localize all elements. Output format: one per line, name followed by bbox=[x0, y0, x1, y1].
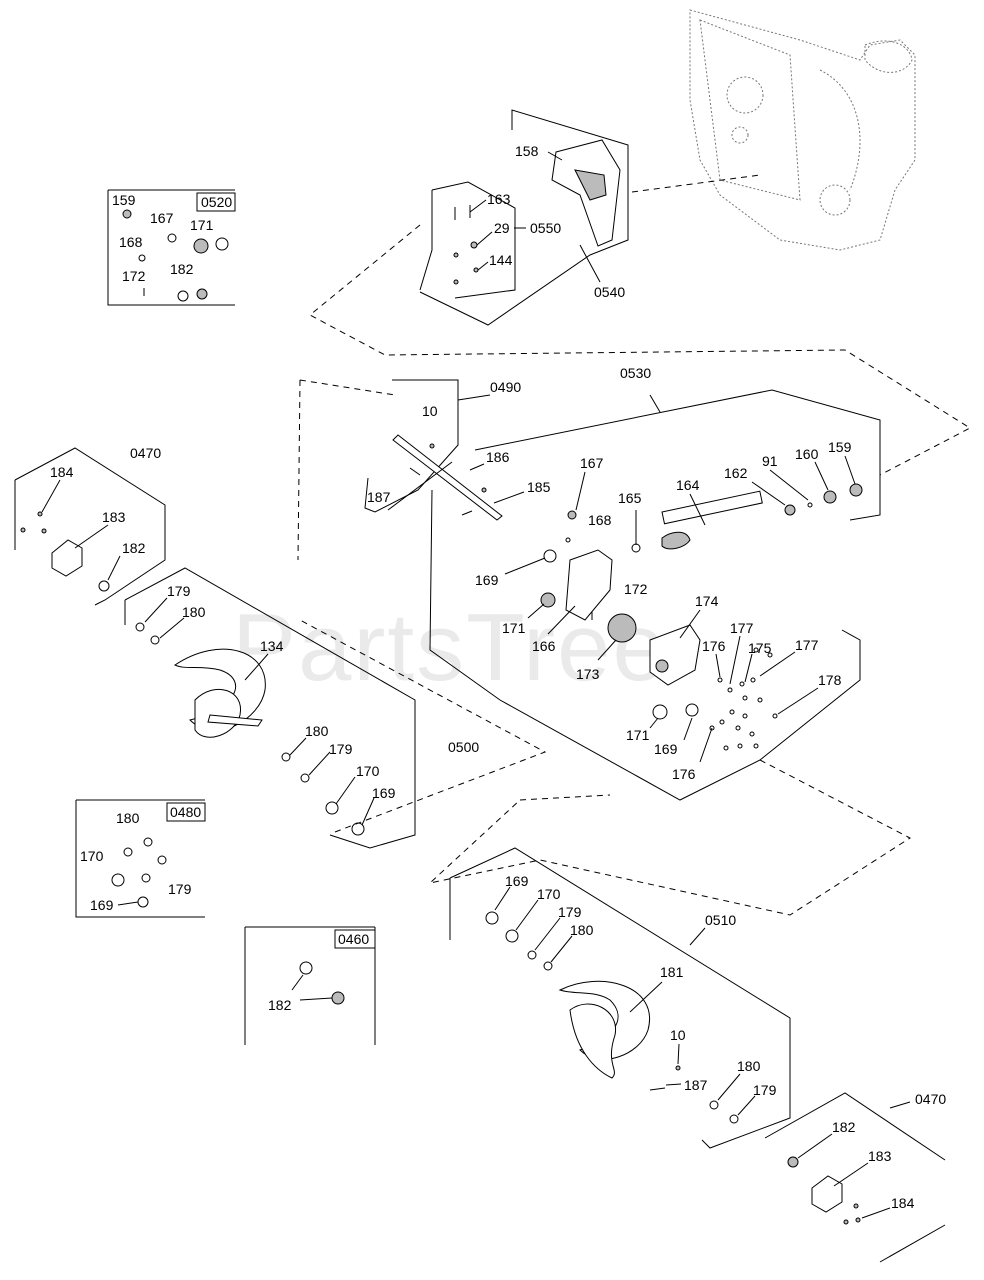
callout-176: 176 bbox=[702, 638, 726, 654]
callout-181: 181 bbox=[660, 964, 684, 980]
callout-0470b: 0470 bbox=[915, 1091, 946, 1107]
callout-179c: 179 bbox=[558, 904, 582, 920]
auger-group-0500 bbox=[124, 567, 416, 849]
callout-177: 177 bbox=[730, 620, 754, 636]
gearbox-group-0530 bbox=[429, 389, 881, 801]
kit-box-0460 bbox=[244, 926, 376, 1045]
callout-179: 179 bbox=[167, 583, 191, 599]
auger-group-0510 bbox=[449, 847, 791, 1149]
callout-185: 185 bbox=[527, 479, 551, 495]
watermark: PartsTree bbox=[232, 594, 668, 701]
callout-0470: 0470 bbox=[130, 445, 161, 461]
callout-177b: 177 bbox=[795, 637, 819, 653]
box-callout-182b: 182 bbox=[268, 997, 292, 1013]
callout-164: 164 bbox=[676, 477, 700, 493]
kit-box-0520 bbox=[107, 189, 236, 306]
callout-144: 144 bbox=[489, 252, 513, 268]
callout-187b: 187 bbox=[684, 1077, 708, 1093]
callout-160: 160 bbox=[795, 446, 819, 462]
callout-0530: 0530 bbox=[620, 365, 651, 381]
callout-180c: 180 bbox=[570, 922, 594, 938]
callout-162: 162 bbox=[724, 465, 748, 481]
callout-180: 180 bbox=[182, 604, 206, 620]
callout-171b: 171 bbox=[626, 727, 650, 743]
callout-0550: 0550 bbox=[530, 220, 561, 236]
callout-170: 170 bbox=[356, 763, 380, 779]
callout-180d: 180 bbox=[737, 1058, 761, 1074]
box-callout-169: 169 bbox=[90, 897, 114, 913]
callout-180b: 180 bbox=[305, 723, 329, 739]
callout-169c: 169 bbox=[372, 785, 396, 801]
callout-0510: 0510 bbox=[705, 912, 736, 928]
box-callout-172: 172 bbox=[122, 268, 146, 284]
callout-91: 91 bbox=[762, 453, 778, 469]
hub-group-0470-right bbox=[764, 1092, 946, 1263]
callout-176b: 176 bbox=[672, 766, 696, 782]
callout-187: 187 bbox=[367, 489, 391, 505]
callout-184b: 184 bbox=[891, 1195, 915, 1211]
callout-178: 178 bbox=[818, 672, 842, 688]
callout-166: 166 bbox=[532, 638, 556, 654]
hub-group-0470-left bbox=[14, 447, 166, 606]
callout-186: 186 bbox=[486, 449, 510, 465]
fastener-cluster bbox=[709, 647, 778, 751]
callout-167: 167 bbox=[580, 455, 604, 471]
callout-159: 159 bbox=[828, 439, 852, 455]
callout-179d: 179 bbox=[753, 1082, 777, 1098]
callout-171: 171 bbox=[502, 620, 526, 636]
auger-housing-outline bbox=[689, 9, 916, 251]
callout-165: 165 bbox=[618, 490, 642, 506]
callout-182: 182 bbox=[122, 540, 146, 556]
callout-175: 175 bbox=[748, 640, 772, 656]
callout-170b: 170 bbox=[537, 886, 561, 902]
callout-10: 10 bbox=[422, 403, 438, 419]
kit-box-0480 bbox=[75, 799, 206, 918]
callout-163: 163 bbox=[487, 191, 511, 207]
callout-182b: 182 bbox=[832, 1119, 856, 1135]
shaft-group-0490 bbox=[364, 379, 503, 521]
callout-172: 172 bbox=[624, 581, 648, 597]
box-label-0460: 0460 bbox=[338, 931, 369, 947]
callout-168: 168 bbox=[588, 512, 612, 528]
box-label-0480: 0480 bbox=[170, 804, 201, 820]
chute-housing-group bbox=[419, 109, 629, 326]
box-callout-171: 171 bbox=[190, 217, 214, 233]
callout-134: 134 bbox=[260, 638, 284, 654]
callout-0490: 0490 bbox=[490, 379, 521, 395]
callout-10b: 10 bbox=[670, 1027, 686, 1043]
box-callout-168: 168 bbox=[119, 234, 143, 250]
callout-169: 169 bbox=[475, 572, 499, 588]
callout-0500: 0500 bbox=[448, 739, 479, 755]
callout-183: 183 bbox=[102, 509, 126, 525]
box-label-0520: 0520 bbox=[201, 194, 232, 210]
box-callout-179: 179 bbox=[168, 881, 192, 897]
callout-29: 29 bbox=[494, 220, 510, 236]
callout-184: 184 bbox=[50, 464, 74, 480]
callout-179b: 179 bbox=[329, 741, 353, 757]
callout-0540: 0540 bbox=[594, 284, 625, 300]
box-callout-167: 167 bbox=[150, 210, 174, 226]
callout-183b: 183 bbox=[868, 1148, 892, 1164]
callout-173: 173 bbox=[576, 666, 600, 682]
callout-158: 158 bbox=[515, 143, 539, 159]
box-callout-182: 182 bbox=[170, 261, 194, 277]
box-callout-170: 170 bbox=[80, 848, 104, 864]
callout-174: 174 bbox=[695, 593, 719, 609]
box-callout-180: 180 bbox=[116, 810, 140, 826]
callout-169b: 169 bbox=[654, 741, 678, 757]
box-callout-159: 159 bbox=[112, 192, 136, 208]
callout-169d: 169 bbox=[505, 873, 529, 889]
